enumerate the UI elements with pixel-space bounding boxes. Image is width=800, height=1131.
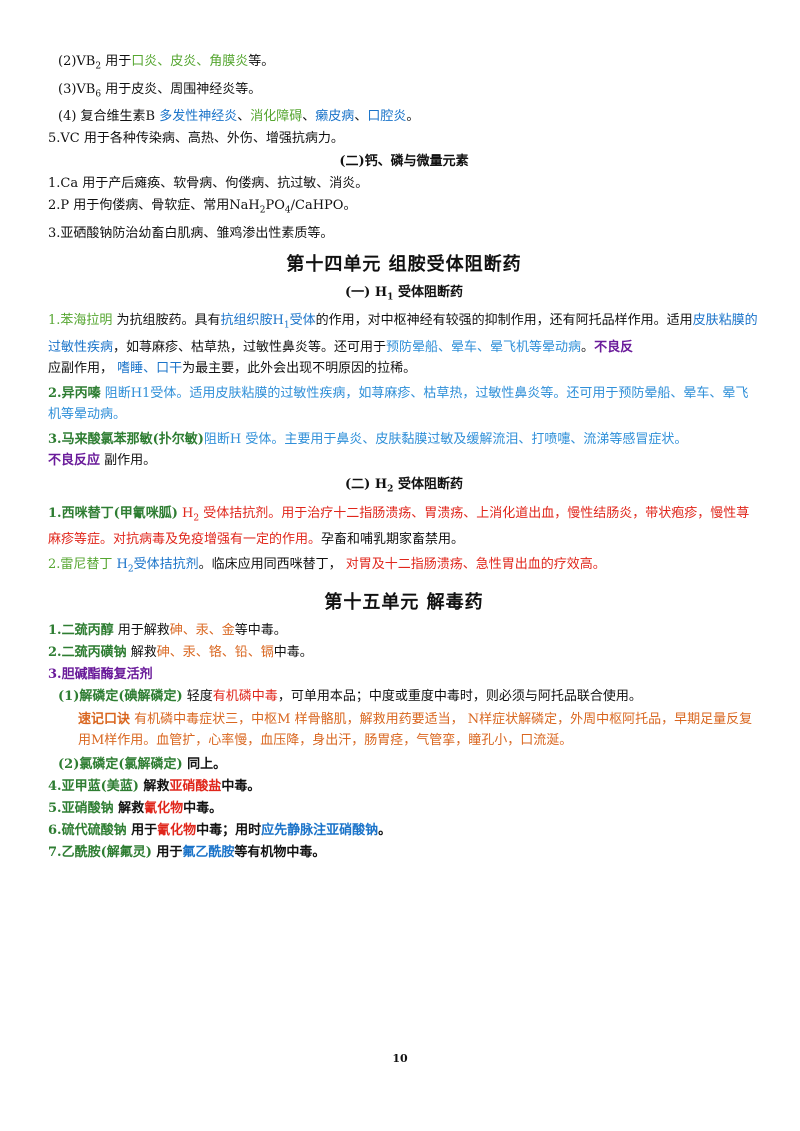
acetamide-entry: 7.乙酰胺(解氟灵) 用于氟乙酰胺等有机物中毒。 <box>48 844 326 860</box>
dmps-entry: 2.二巯丙磺钠 解救砷、汞、铬、铅、镉中毒。 <box>48 644 313 660</box>
sodium-thiosulfate-entry: 6.硫代硫酸钠 用于氰化物中毒；用时应先静脉注亚硝酸钠。 <box>48 822 392 838</box>
drug-name: 4.亚甲蓝(美蓝) <box>48 778 139 794</box>
diphenhydramine-entry: 1.苯海拉明 为抗组胺药。具有抗组织胺H1受体的作用，对中枢神经有较强的抑制作用… <box>48 313 758 376</box>
vitamin-b-complex-line: (4) 复合维生素B 多发性神经炎、消化障碍、癞皮病、口腔炎。 <box>58 109 420 125</box>
drug-name: (1)解磷定(碘解磷定) <box>58 688 183 704</box>
section-h2-heading: (二) H2 受体阻断药 <box>345 476 463 495</box>
drug-name: 1.苯海拉明 <box>48 313 113 329</box>
drug-name: 1.西咪替丁(甲氰咪胍) <box>48 505 178 521</box>
ca-line: 1.Ca 用于产后瘫痪、软骨病、佝偻病、抗过敏、消炎。 <box>48 176 369 192</box>
drug-name: 1.二巯丙醇 <box>48 622 114 638</box>
vb6-line: (3)VB6 用于皮炎、周围神经炎等。 <box>58 81 262 100</box>
drug-name: 3.马来酸氯苯那敏(扑尔敏) <box>48 431 204 447</box>
drug-name: 2.二巯丙磺钠 <box>48 644 127 660</box>
selenite-line: 3.亚硒酸钠防治幼畜白肌病、雏鸡渗出性素质等。 <box>48 225 334 241</box>
vc-line: 5.VC 用于各种传染病、高热、外伤、增强抗病力。 <box>48 131 344 147</box>
drug-name: 6.硫代硫酸钠 <box>48 822 127 838</box>
methylene-blue-entry: 4.亚甲蓝(美蓝) 解救亚硝酸盐中毒。 <box>48 778 261 794</box>
chlorphenamine-entry: 3.马来酸氯苯那敏(扑尔敏)阻断H 受体。主要用于鼻炎、皮肤黏膜过敏及缓解流泪、… <box>48 431 688 468</box>
document-page: (2)VB2 用于口炎、皮炎、角膜炎等。 (3)VB6 用于皮炎、周围神经炎等。… <box>48 52 760 865</box>
vb2-label: (2)VB <box>58 54 96 69</box>
section-h1-heading: (一) H1 受体阻断药 <box>345 284 463 303</box>
drug-name: 5.亚硝酸钠 <box>48 800 114 816</box>
ranitidine-entry: 2.雷尼替丁 H2受体拮抗剂。临床应用同西咪替丁， 对胃及十二指肠溃疡、急性胃出… <box>48 557 606 575</box>
pralidoxime-iodide-entry: (1)解磷定(碘解磷定) 轻度有机磷中毒，可单用本品；中度或重度中毒时，则必须与… <box>58 688 642 704</box>
sodium-nitrite-entry: 5.亚硝酸钠 解救氰化物中毒。 <box>48 800 223 816</box>
promethazine-entry: 2.异丙嗪 阻断H1受体。适用皮肤粘膜的过敏性疾病，如荨麻疹、枯草热，过敏性鼻炎… <box>48 385 749 422</box>
page-number: 10 <box>392 1052 408 1065</box>
drug-name: 7.乙酰胺(解氟灵) <box>48 844 152 860</box>
cholinesterase-reactivator-heading: 3.胆碱酯酶复活剂 <box>48 666 153 682</box>
p-line: 2.P 用于佝偻病、骨软症、常用NaH2PO4/CaHPO。 <box>48 198 357 216</box>
vb2-line: (2)VB2 用于口炎、皮炎、角膜炎等。 <box>58 54 275 72</box>
drug-name: 2.异丙嗪 <box>48 385 101 401</box>
vb2-uses: 口炎、皮炎、角膜炎 <box>131 54 249 69</box>
pralidoxime-chloride-entry: (2)氯磷定(氯解磷定) 同上。 <box>58 756 227 772</box>
dimercaprol-entry: 1.二巯丙醇 用于解救砷、汞、金等中毒。 <box>48 622 287 638</box>
unit-15-title: 第十五单元 解毒药 <box>324 591 484 613</box>
drug-name: 2.雷尼替丁 <box>48 557 113 573</box>
cimetidine-entry: 1.西咪替丁(甲氰咪胍) H2 受体拮抗剂。用于治疗十二指肠溃疡、胃溃疡、上消化… <box>48 505 750 548</box>
drug-name: (2)氯磷定(氯解磷定) <box>58 756 183 772</box>
unit-14-title: 第十四单元 组胺受体阻断药 <box>286 253 522 275</box>
mnemonic-entry: 速记口诀 有机磷中毒症状三，中枢M 样骨骼肌，解救用药要适当， N样症状解磷定，… <box>78 711 753 748</box>
section-calcium-heading: (二)钙、磷与微量元素 <box>339 154 469 170</box>
